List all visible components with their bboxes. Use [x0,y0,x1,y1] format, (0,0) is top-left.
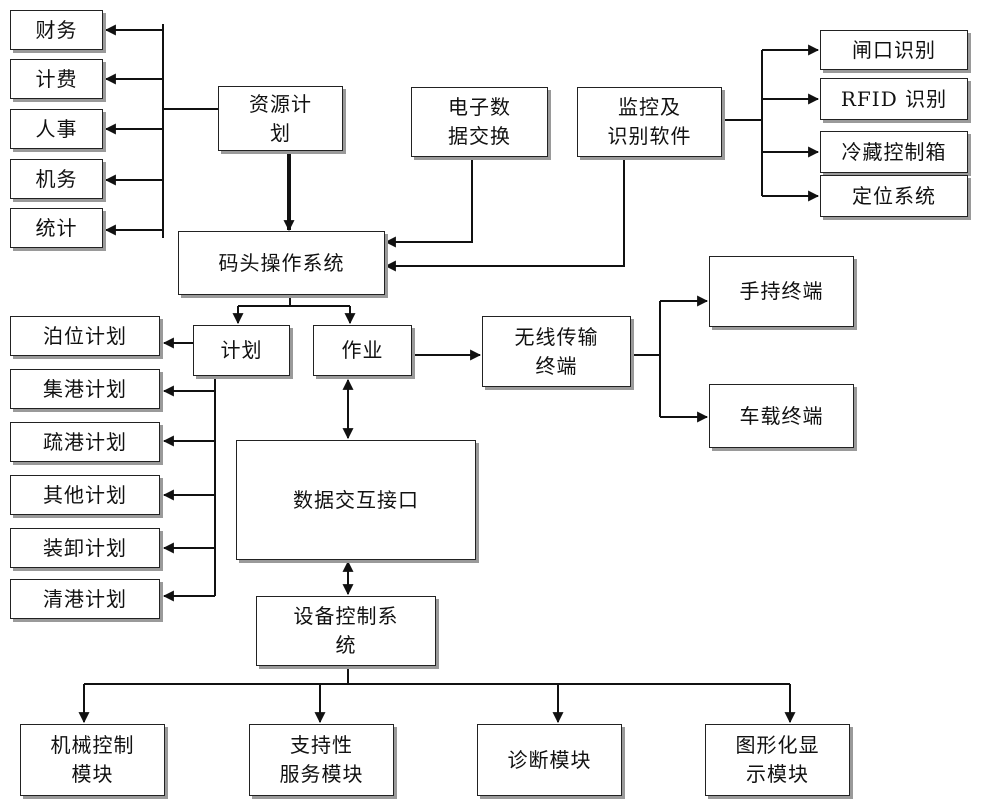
wireless-terminal-label: 无线传输 终端 [514,324,599,378]
equipment-control-label: 设备控制系 统 [293,604,399,657]
other-plan-box: 其他计划 [10,475,160,515]
positioning-system-box: 定位系统 [820,175,968,217]
berth-plan-label: 泊位计划 [43,323,127,348]
reefer-control-box: 冷藏控制箱 [820,131,968,173]
clearance-plan-box: 清港计划 [10,579,160,619]
monitoring-to-bus-line [722,50,763,196]
terminal-operating-system-label: 码头操作系统 [218,250,345,275]
statistics-box: 统计 [10,208,103,248]
operation-label: 作业 [341,338,384,362]
equipment-control-box: 设备控制系 统 [256,596,436,666]
loading-plan-box: 装卸计划 [10,528,160,568]
graphic-display-label: 图形化显 示模块 [735,733,820,786]
arrow-edi-to-tos [384,157,473,248]
graphic-display-box: 图形化显 示模块 [705,724,850,796]
mechanical-control-label: 机械控制 模块 [50,733,135,786]
finance-label: 财务 [35,17,78,42]
evacuation-plan-box: 疏港计划 [10,422,160,462]
terminal-operating-system-box: 码头操作系统 [178,231,385,295]
rfid-recognition-label: RFID 识别 [840,86,948,111]
berth-plan-box: 泊位计划 [10,316,160,356]
gate-recognition-box: 闸口识别 [820,30,968,70]
data-interface-label: 数据交互接口 [293,487,419,512]
plan-label: 计划 [220,338,263,362]
monitoring-box: 监控及 识别软件 [577,87,722,157]
tos-split-line [238,295,350,307]
billing-label: 计费 [35,66,78,91]
diagnosis-box: 诊断模块 [477,724,622,796]
wireless-bus-line [631,301,661,417]
data-interface-box: 数据交互接口 [236,440,476,560]
other-plan-label: 其他计划 [43,482,127,507]
plan-box: 计划 [193,325,290,376]
wireless-terminal-box: 无线传输 终端 [482,316,631,387]
vehicle-terminal-label: 车载终端 [739,403,824,428]
edi-box: 电子数 据交换 [411,87,548,157]
resource-to-bus-line [162,24,218,238]
equipment-bus-line [84,666,790,685]
support-service-box: 支持性 服务模块 [249,724,394,796]
handheld-terminal-label: 手持终端 [739,279,824,303]
monitoring-label: 监控及 识别软件 [607,95,692,148]
finance-box: 财务 [10,10,103,50]
vehicle-terminal-box: 车载终端 [709,384,854,448]
diagnosis-label: 诊断模块 [507,747,592,772]
machinery-affairs-box: 机务 [10,159,103,199]
statistics-label: 统计 [35,215,78,240]
handheld-terminal-box: 手持终端 [709,256,854,327]
personnel-label: 人事 [35,116,78,141]
evacuation-plan-label: 疏港计划 [43,429,127,454]
mechanical-control-box: 机械控制 模块 [20,724,165,796]
clearance-plan-label: 清港计划 [43,586,127,611]
reefer-control-label: 冷藏控制箱 [841,139,947,164]
machinery-affairs-label: 机务 [35,166,78,191]
edi-label: 电子数 据交换 [448,95,511,148]
positioning-system-label: 定位系统 [852,183,936,208]
resource-planning-label: 资源计 划 [249,91,312,145]
resource-planning-box: 资源计 划 [218,86,343,151]
gathering-plan-label: 集港计划 [43,376,127,401]
personnel-box: 人事 [10,109,103,149]
arrow-monitoring-to-tos [384,157,625,272]
operation-box: 作业 [313,325,412,376]
loading-plan-label: 装卸计划 [43,535,127,560]
billing-box: 计费 [10,59,103,99]
support-service-label: 支持性 服务模块 [279,733,364,786]
gathering-plan-box: 集港计划 [10,369,160,409]
rfid-recognition-box: RFID 识别 [820,78,968,120]
gate-recognition-label: 闸口识别 [852,37,936,62]
